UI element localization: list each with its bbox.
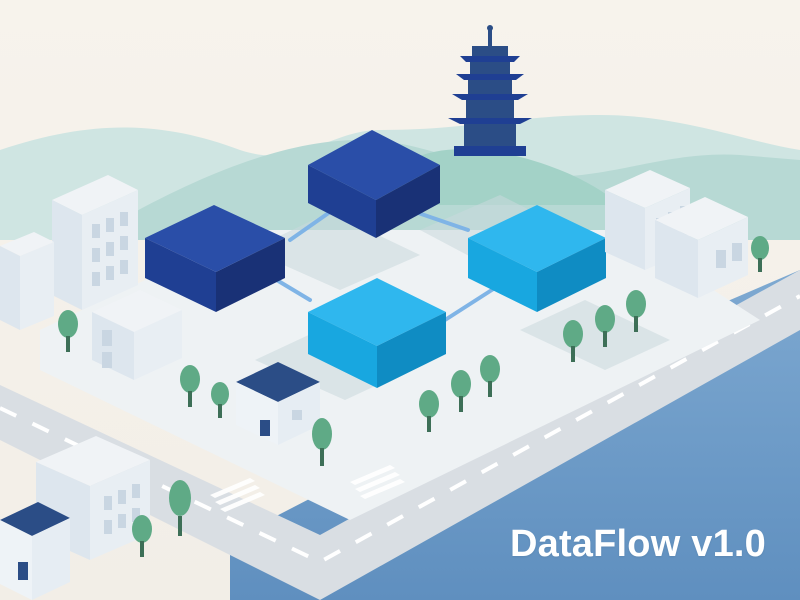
right-block (468, 205, 606, 312)
office-building-icon (0, 232, 54, 330)
crosswalk (210, 465, 405, 512)
office-building-icon (655, 197, 748, 298)
house-icon (236, 362, 320, 445)
road (0, 270, 800, 600)
pagoda-icon (448, 25, 532, 156)
tree-icon (58, 236, 769, 557)
hill-ridge-front (410, 149, 620, 205)
office-building-icon (92, 290, 182, 380)
office-building-icon (52, 175, 138, 310)
top-block (308, 130, 440, 238)
house-icon (0, 502, 70, 600)
bottom-block (308, 278, 446, 388)
left-block (145, 205, 285, 312)
product-title: DataFlow v1.0 (509, 523, 766, 565)
